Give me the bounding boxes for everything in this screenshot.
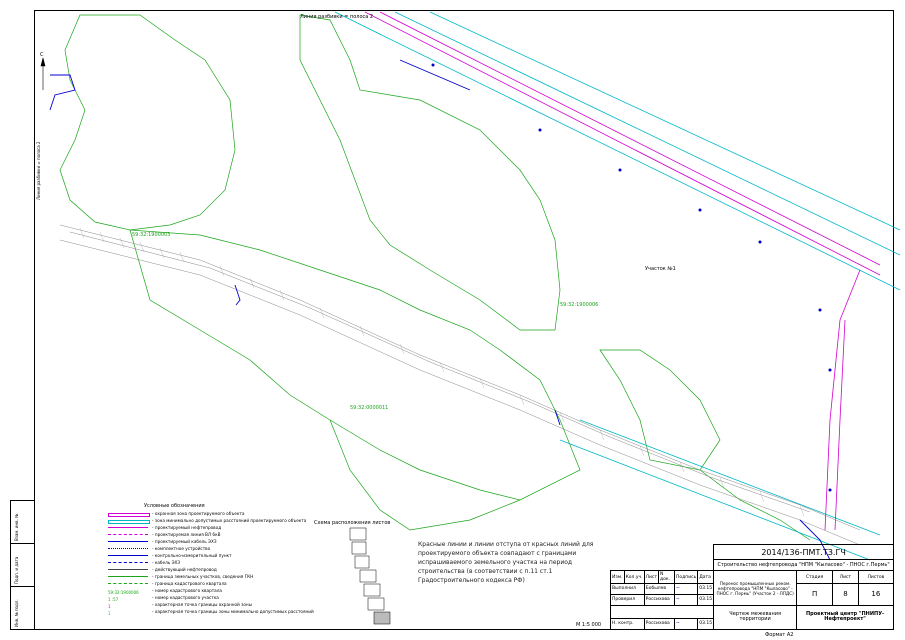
legend-item: 1- характерная точка границы охранной зо… — [108, 602, 252, 609]
minimum-distance-zone — [334, 11, 901, 561]
cadastral-label-2: 59:32:1900006 — [560, 302, 599, 308]
sheet-scheme — [349, 527, 391, 625]
signature-cell: ~ — [673, 582, 699, 595]
scale-label: М 1:5 000 — [576, 622, 602, 628]
object-name: Перенос промышленных реком. нефтепровода… — [713, 570, 798, 606]
header-cell: Подпись — [673, 570, 699, 584]
survey-hatching — [79, 227, 805, 517]
scheme-title: Схема расположения листов — [314, 520, 391, 526]
date-cell: 03.15 — [697, 593, 715, 606]
legend-item: - граница кадастрового квартала — [108, 581, 318, 588]
signature-cell: ~ — [673, 593, 699, 606]
header-cell: Дата — [697, 570, 715, 584]
legend-item: - комплектное устройство — [108, 546, 318, 553]
document-code: 2014/136-ПМТ.ТЗ.ГЧ — [713, 543, 894, 561]
legend-item: - проектируемый кабель ЭХЗ — [108, 539, 318, 546]
format-label: Формат А2 — [765, 632, 794, 638]
protective-zone — [364, 11, 881, 531]
date-cell: 03.15 — [697, 582, 715, 595]
legend-item: - проектируемая линия ВЛ 6кВ — [108, 532, 318, 539]
stage: П — [796, 582, 834, 606]
header-cell: Кол.уч. — [623, 570, 645, 584]
legend-item: 1 :57- номер кадастрового участка — [108, 595, 219, 602]
legend-item: - контрольно-измерительный пункт — [108, 553, 318, 560]
north-label: С — [40, 52, 44, 58]
top-boundary-label: Линия разбивки = полоса 2 — [300, 14, 374, 20]
sheet-count: 16 — [857, 582, 895, 606]
cadastral-label-1: 59:32:1900003 — [132, 232, 171, 238]
role-cell: Выполнил — [610, 582, 645, 595]
role-cell: Проверил — [610, 593, 645, 606]
legend-item: - действующий нефтепровод — [108, 567, 318, 574]
legend-item: - зона минимально допустимых расстояний … — [108, 518, 318, 525]
signature-cell: ~ — [673, 617, 699, 631]
left-boundary-label: Линия разбивки = полоса 2 — [36, 141, 41, 200]
device-markers — [431, 63, 832, 492]
header-cell: N док. — [658, 570, 675, 584]
existing-pipeline-corridor — [59, 224, 861, 546]
name-cell: Бобылев — [643, 582, 676, 595]
name-cell: Россихова — [643, 593, 676, 606]
project-name: Строительство нефтепровода "НПМ "Кыласов… — [713, 559, 894, 572]
legend-title: Условные обозначения — [144, 503, 205, 509]
company-name: Проектный центр "ПНИПУ-Нефтепроект" — [796, 604, 894, 631]
role-cell: Н. контр. — [610, 617, 645, 631]
title-block: 2014/136-ПМТ.ТЗ.ГЧ Строительство нефтепр… — [609, 543, 895, 631]
side-stamp: Взам. инв. № Подп. и дата Инв. № подл. — [10, 500, 35, 630]
legend-item: 59:32:1900006- номер кадастрового кварта… — [108, 588, 222, 595]
side-label: Инв. № подл. — [14, 599, 19, 627]
date-cell: 03.15 — [697, 617, 715, 631]
sheet-number: 8 — [832, 582, 859, 606]
header-cell: Лист — [643, 570, 660, 584]
sheet-label: Лист — [832, 570, 859, 584]
sheet-title: Чертеж межевания территории — [713, 604, 798, 631]
name-cell: Россихова — [643, 617, 676, 631]
north-arrow — [40, 57, 46, 90]
sheets-label: Листов — [857, 570, 895, 584]
stage-label: Стадия — [796, 570, 834, 584]
section-label: Участок №1 — [645, 266, 676, 272]
red-lines-note: Красные линии и линии отступа от красных… — [418, 541, 594, 584]
legend-item: - проектируемый нефтепровод — [108, 525, 318, 532]
side-label: Подп. и дата — [14, 556, 19, 584]
header-cell: Изм. — [610, 570, 625, 584]
legend-item: 1- характерная точка границы зоны минима… — [108, 609, 314, 616]
side-label: Взам. инв. № — [14, 513, 19, 541]
cadastral-label-3: 59:32:0000011 — [350, 405, 389, 411]
legend-item: - охранная зона проектируемого объекта — [108, 511, 318, 518]
legend-item: - кабель ЭХЗ — [108, 560, 318, 567]
drawing-frame — [34, 10, 894, 630]
legend-item: - граница земельных участков, сведения Г… — [108, 574, 318, 581]
cadastral-boundaries — [59, 14, 811, 541]
